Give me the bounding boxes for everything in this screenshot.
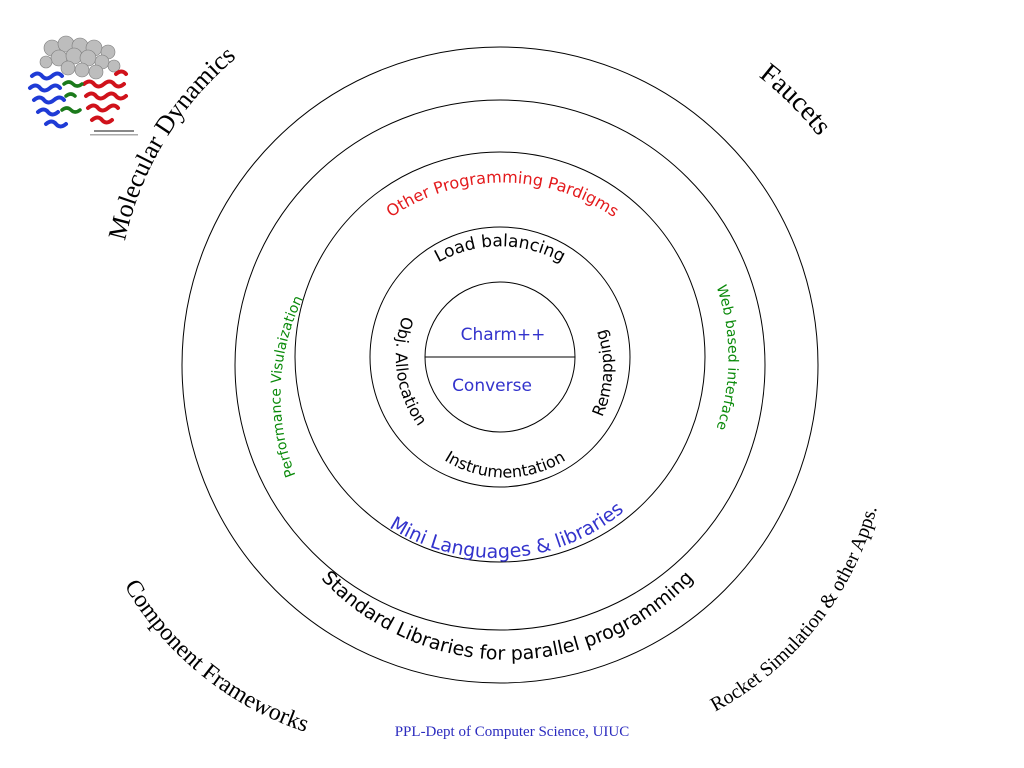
- web-interface-label: Web based interface: [713, 283, 741, 432]
- outer-ring: [181, 46, 819, 684]
- libraries-ring: [234, 99, 766, 631]
- protein-structure-image: [24, 26, 142, 144]
- footer-credit: PPL-Dept of Computer Science, UIUC: [394, 724, 630, 740]
- core-converse-label: Converse: [452, 376, 532, 396]
- paradigms-ring: [294, 151, 706, 563]
- services-ring: [369, 226, 631, 488]
- rocket-simulation-label: Rocket Simulation & other Apps.: [707, 503, 882, 716]
- other-paradigms-label: Other Programming Pardigms: [383, 167, 623, 220]
- component-frameworks-label: Component Frameworks: [119, 575, 312, 738]
- performance-visualization-label: Performance Visulaization: [268, 293, 306, 479]
- mini-languages-label: Mini Languages & libraries: [386, 498, 627, 563]
- instrumentation-label: Instrumentation: [442, 447, 568, 482]
- faucets-label: Faucets: [754, 58, 838, 141]
- core-charm-label: Charm++: [461, 325, 546, 345]
- remapping-label: Remapping: [588, 328, 616, 419]
- obj-allocation-label: Obj. Allocation: [392, 315, 431, 429]
